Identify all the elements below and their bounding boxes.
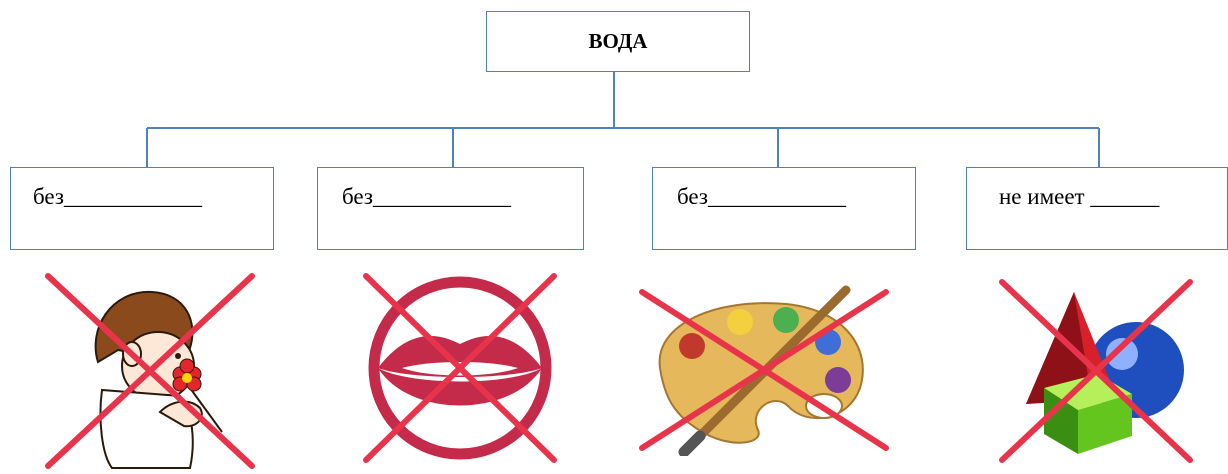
branch-box-4: не имеет ______ — [966, 167, 1228, 250]
branch-label-4: не имеет ______ — [999, 184, 1160, 209]
geometric-shapes-icon — [999, 279, 1193, 463]
paint-palette-icon — [639, 285, 889, 456]
branch-label-2: без____________ — [342, 184, 511, 209]
branch-box-3: без____________ — [652, 167, 916, 250]
branch-label-3: без____________ — [677, 184, 846, 209]
smelling-flower-icon — [45, 273, 255, 469]
branch-label-1: без____________ — [33, 184, 202, 209]
lips-mouth-icon — [363, 273, 557, 463]
branch-box-1: без____________ — [10, 167, 274, 250]
branch-box-2: без____________ — [317, 167, 584, 250]
root-node-box: ВОДА — [486, 11, 750, 72]
root-node-label: ВОДА — [588, 29, 648, 53]
